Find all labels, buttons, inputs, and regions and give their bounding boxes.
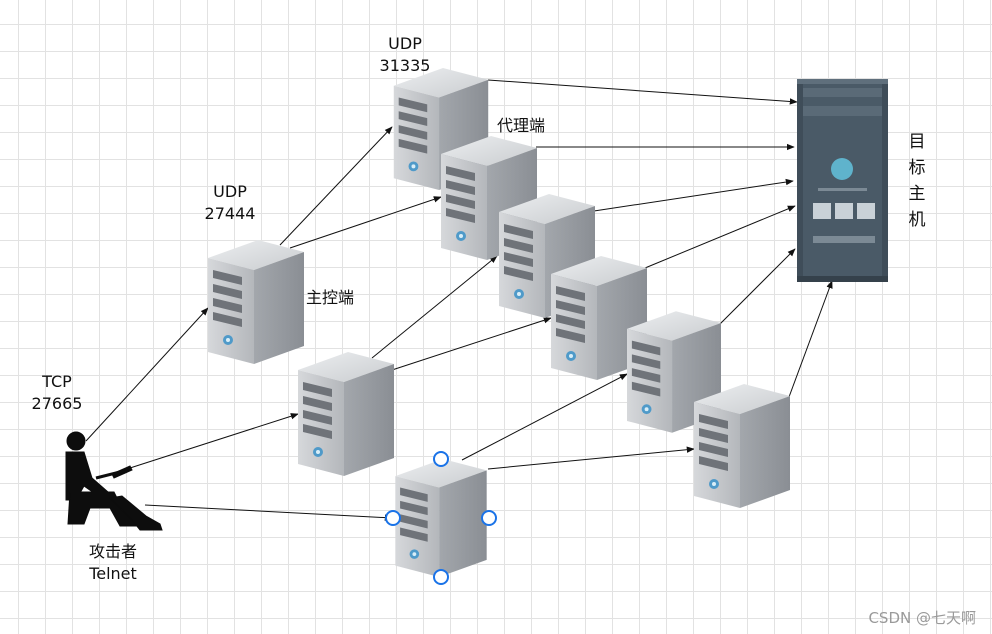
target-char-3: 主 (908, 184, 926, 204)
udp2-protocol-text: UDP (388, 34, 422, 53)
agent-servers (393, 68, 790, 508)
agent-server-6 (694, 384, 790, 508)
arrow-master2-to-agent4 (391, 317, 552, 371)
tcp-port-text: 27665 (31, 394, 83, 413)
target-char-1: 目 (908, 132, 926, 152)
arrow-master1-to-agent2 (289, 196, 442, 249)
arrow-attacker-to-master-3 (144, 504, 393, 521)
connection-arrows (85, 79, 833, 521)
udp1-port-text: 27444 (204, 204, 256, 223)
arrow-agent5-to-target (718, 248, 796, 326)
attacker-protocol-text: Telnet (89, 564, 137, 583)
tcp-connection-label: TCP 27665 (30, 371, 84, 415)
master-label: 主控端 (306, 288, 355, 307)
udp2-port-text: 31335 (379, 56, 431, 75)
arrow-master2-to-agent3 (371, 255, 498, 359)
udp-connection-label-2: UDP 31335 (377, 33, 433, 77)
selection-handle-left (385, 510, 401, 526)
arrow-master3-to-agent5 (461, 373, 628, 461)
attacker-silhouette-icon (65, 431, 163, 531)
master-server-2 (298, 352, 394, 476)
target-host-label: 目 标 主 机 (906, 129, 928, 233)
selection-handle-right (481, 510, 497, 526)
arrow-agent3-to-target (593, 178, 794, 212)
selection-handles[interactable] (385, 451, 497, 585)
tcp-protocol-text: TCP (42, 372, 72, 391)
arrow-agent1-to-target (487, 79, 798, 105)
watermark-text: CSDN @七天啊 (868, 609, 976, 627)
target-char-2: 标 (908, 158, 926, 178)
udp1-protocol-text: UDP (213, 182, 247, 201)
master-server-1 (208, 240, 304, 364)
attacker-label: 攻击者 Telnet (78, 541, 148, 585)
attacker-name-text: 攻击者 (88, 542, 137, 561)
arrow-agent6-to-target (788, 280, 833, 398)
udp-connection-label-1: UDP 27444 (202, 181, 258, 225)
agent-label: 代理端 (497, 116, 546, 135)
target-host-icon (797, 79, 888, 282)
arrow-master1-to-agent1 (279, 126, 393, 246)
arrow-attacker-to-master-2 (129, 413, 299, 469)
selection-handle-top (433, 451, 449, 467)
arrow-master3-to-agent6 (487, 446, 695, 470)
arrow-agent4-to-target (644, 205, 796, 269)
target-char-4: 机 (908, 210, 926, 230)
master-server-3[interactable] (395, 459, 487, 577)
selection-handle-bottom (433, 569, 449, 585)
arrow-attacker-to-master-1 (85, 307, 209, 442)
